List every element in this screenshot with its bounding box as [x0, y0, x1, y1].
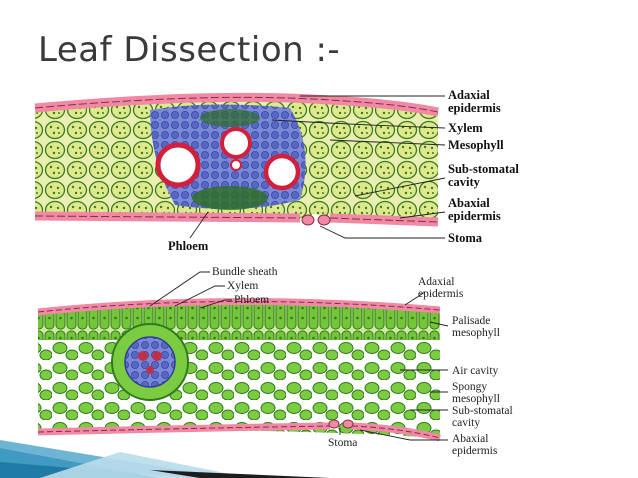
- label-bottom-adaxial-epidermis: Adaxial: [418, 276, 454, 288]
- label-bundle-sheath: Bundle sheath: [212, 266, 278, 278]
- bottom-stoma-left: [328, 419, 340, 429]
- label-abaxial-epidermis: Abaxial: [448, 196, 490, 210]
- xylem-cell: [152, 351, 162, 361]
- label-bottom-substomatal-cavity: Sub-stomatal: [452, 405, 513, 417]
- slide-corner-decoration: [0, 440, 330, 478]
- label-bottom-substomatal-cavity-2: cavity: [452, 417, 480, 429]
- xylem-vessel: [155, 142, 201, 188]
- label-palisade-mesophyll: Palisade: [452, 315, 490, 327]
- xylem-vessel: [220, 127, 252, 159]
- label-adaxial-epidermis: Adaxial: [448, 88, 490, 102]
- slide-title: Leaf Dissection :-: [38, 30, 341, 70]
- bottom-leaf-section: Bundle sheath Xylem Phloem Adaxial epide…: [37, 266, 513, 457]
- top-stoma-right: [317, 214, 331, 226]
- label-stoma: Stoma: [448, 231, 483, 245]
- label-mesophyll: Mesophyll: [448, 138, 504, 152]
- label-bottom-xylem: Xylem: [227, 280, 258, 292]
- label-bottom-abaxial-epidermis: Abaxial: [452, 433, 488, 445]
- label-phloem: Phloem: [168, 239, 209, 253]
- xylem-vessel: [230, 159, 242, 171]
- label-xylem: Xylem: [448, 121, 483, 135]
- top-leaf-section: Adaxial epidermis Xylem Mesophyll Sub-st…: [34, 88, 519, 253]
- label-bottom-adaxial-epidermis-2: epidermis: [418, 288, 464, 300]
- xylem-cell: [138, 351, 148, 361]
- label-spongy-mesophyll-2: mesophyll: [452, 393, 500, 405]
- phloem-cells: [192, 186, 268, 210]
- label-adaxial-epidermis-2: epidermis: [448, 101, 501, 115]
- label-bottom-abaxial-epidermis-2: epidermis: [452, 445, 498, 457]
- label-air-cavity: Air cavity: [452, 365, 499, 377]
- label-spongy-mesophyll: Spongy: [452, 381, 487, 393]
- label-palisade-mesophyll-2: mesophyll: [452, 327, 500, 339]
- label-bottom-phloem: Phloem: [234, 294, 269, 306]
- label-substomatal-cavity: Sub-stomatal: [448, 162, 519, 176]
- label-abaxial-epidermis-2: epidermis: [448, 209, 501, 223]
- bottom-stoma-right: [342, 419, 354, 429]
- label-bottom-stoma: Stoma: [328, 437, 357, 449]
- top-stoma-left: [301, 214, 315, 226]
- label-substomatal-cavity-2: cavity: [448, 175, 481, 189]
- vascular-bundle: [124, 336, 176, 388]
- xylem-cell: [146, 366, 154, 374]
- xylem-vessel: [263, 153, 301, 191]
